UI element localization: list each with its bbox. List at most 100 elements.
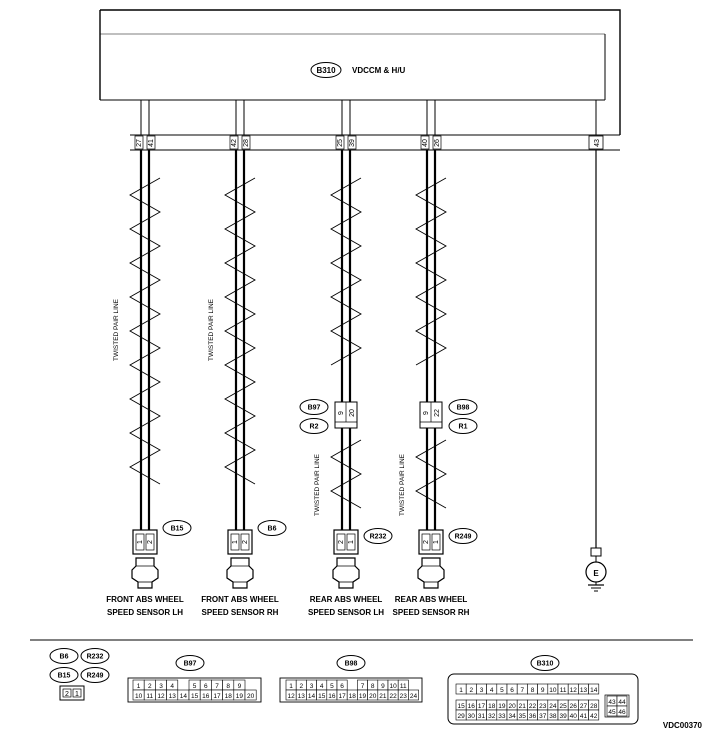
- legend-cell: 18: [225, 693, 233, 700]
- legend-ref-badge: [80, 648, 110, 664]
- unit-name: VDCCM & H/U: [352, 66, 406, 75]
- legend-cell: 18: [349, 693, 357, 700]
- legend-cell: 24: [410, 693, 418, 700]
- sensor-pin: 2: [423, 540, 430, 544]
- legend-cell: 40: [570, 713, 578, 720]
- unit-pin: 42: [231, 139, 238, 147]
- legend-cell: 12: [570, 687, 578, 694]
- twist-marker: [330, 177, 362, 366]
- legend-cell: 25: [559, 703, 567, 710]
- legend-cell: 14: [308, 693, 316, 700]
- legend-cell: 7: [520, 687, 524, 694]
- legend-cell: 3: [480, 687, 484, 694]
- legend-cell: 33: [498, 713, 506, 720]
- ground-branch: 43 E: [585, 100, 607, 592]
- mid-pin: 9: [338, 411, 345, 415]
- legend-cell: 24: [549, 703, 557, 710]
- legend-cell: 11: [146, 693, 153, 700]
- legend-cell: 7: [361, 683, 365, 690]
- legend-cell: 19: [498, 703, 506, 710]
- legend-cell: 12: [287, 693, 295, 700]
- sensor-name-line2: SPEED SENSOR LH: [308, 608, 384, 617]
- legend-cell: 27: [580, 703, 588, 710]
- sensor-name-line1: FRONT ABS WHEEL: [106, 595, 184, 604]
- legend-ref-badge: [530, 655, 560, 671]
- legend-cell: 43: [608, 699, 616, 706]
- legend-cell: 31: [478, 713, 486, 720]
- legend-cell: 1: [459, 687, 463, 694]
- legend-cell: 7: [215, 683, 219, 690]
- legend-ref: B98: [345, 661, 358, 668]
- legend-cell: 44: [618, 699, 626, 706]
- legend-cell: 6: [204, 683, 208, 690]
- sensor-body: [332, 557, 360, 589]
- unit-pin: 39: [349, 139, 356, 147]
- legend-cell: 28: [590, 703, 598, 710]
- legend-cell: 9: [238, 683, 242, 690]
- legend-cell: 32: [488, 713, 496, 720]
- legend-cell: 41: [580, 713, 588, 720]
- legend-cell: 12: [157, 693, 165, 700]
- mid-ref-badge: [448, 418, 478, 434]
- sensor-pin: 1: [137, 540, 144, 544]
- legend-cell: 13: [580, 687, 588, 694]
- legend-ref: R232: [87, 654, 104, 661]
- sensor-pin: 2: [338, 540, 345, 544]
- legend-cell: 5: [193, 683, 197, 690]
- legend-cell: 22: [389, 693, 397, 700]
- legend-cell: 4: [170, 683, 174, 690]
- legend-pin: 1: [75, 691, 79, 698]
- twisted-pair-label: TWISTED PAIR LINE: [314, 453, 321, 516]
- legend-cell: 42: [590, 713, 598, 720]
- legend-cell: 2: [148, 683, 152, 690]
- legend-ref: R249: [87, 673, 104, 680]
- legend-ref: B15: [58, 673, 71, 680]
- diagram-code: VDC00370: [663, 721, 703, 730]
- legend-cell: 15: [318, 693, 326, 700]
- legend-cell: 3: [159, 683, 163, 690]
- legend-cell: 11: [400, 683, 407, 690]
- legend-ref: B6: [60, 654, 69, 661]
- legend-cell: 15: [191, 693, 199, 700]
- unit-pin: 26: [434, 139, 441, 147]
- unit-pin: 25: [337, 139, 344, 147]
- legend-cell: 19: [359, 693, 367, 700]
- unit-pin: 28: [243, 139, 250, 147]
- sensor-body: [226, 557, 254, 589]
- legend-cell: 10: [389, 683, 397, 690]
- ground-pin: 43: [594, 139, 601, 147]
- legend-cell: 35: [519, 713, 527, 720]
- unit-ref: B310: [316, 66, 336, 75]
- legend-cell: 18: [488, 703, 496, 710]
- mid-ref-badge: [448, 399, 478, 415]
- legend-cell: 20: [369, 693, 377, 700]
- legend-cell: 23: [400, 693, 408, 700]
- unit-pin: 27: [136, 139, 143, 147]
- legend-cell: 29: [457, 713, 465, 720]
- unit-pin: 40: [422, 139, 429, 147]
- twisted-pair-label: TWISTED PAIR LINE: [399, 453, 406, 516]
- mid-ref: R2: [310, 424, 319, 431]
- sensor-name-line1: REAR ABS WHEEL: [310, 595, 383, 604]
- twist-marker: [415, 439, 447, 509]
- mid-ref: B97: [308, 405, 321, 412]
- twist-marker: [415, 177, 447, 366]
- legend-ref: B310: [537, 661, 554, 668]
- legend-cell: 37: [539, 713, 547, 720]
- legend-cell: 8: [531, 687, 535, 694]
- legend-cell: 20: [247, 693, 255, 700]
- legend-cell: 9: [381, 683, 385, 690]
- legend-cell: 1: [137, 683, 141, 690]
- mid-pin: 9: [423, 411, 430, 415]
- sensor-name-line1: REAR ABS WHEEL: [395, 595, 468, 604]
- legend-cell: 20: [508, 703, 516, 710]
- legend-ref-badge: [49, 667, 79, 683]
- legend-cell: 10: [549, 687, 557, 694]
- connector-ref: B15: [171, 526, 184, 533]
- legend-cell: 17: [338, 693, 346, 700]
- legend-cell: 11: [560, 687, 567, 694]
- sensor-name-line2: SPEED SENSOR LH: [107, 608, 183, 617]
